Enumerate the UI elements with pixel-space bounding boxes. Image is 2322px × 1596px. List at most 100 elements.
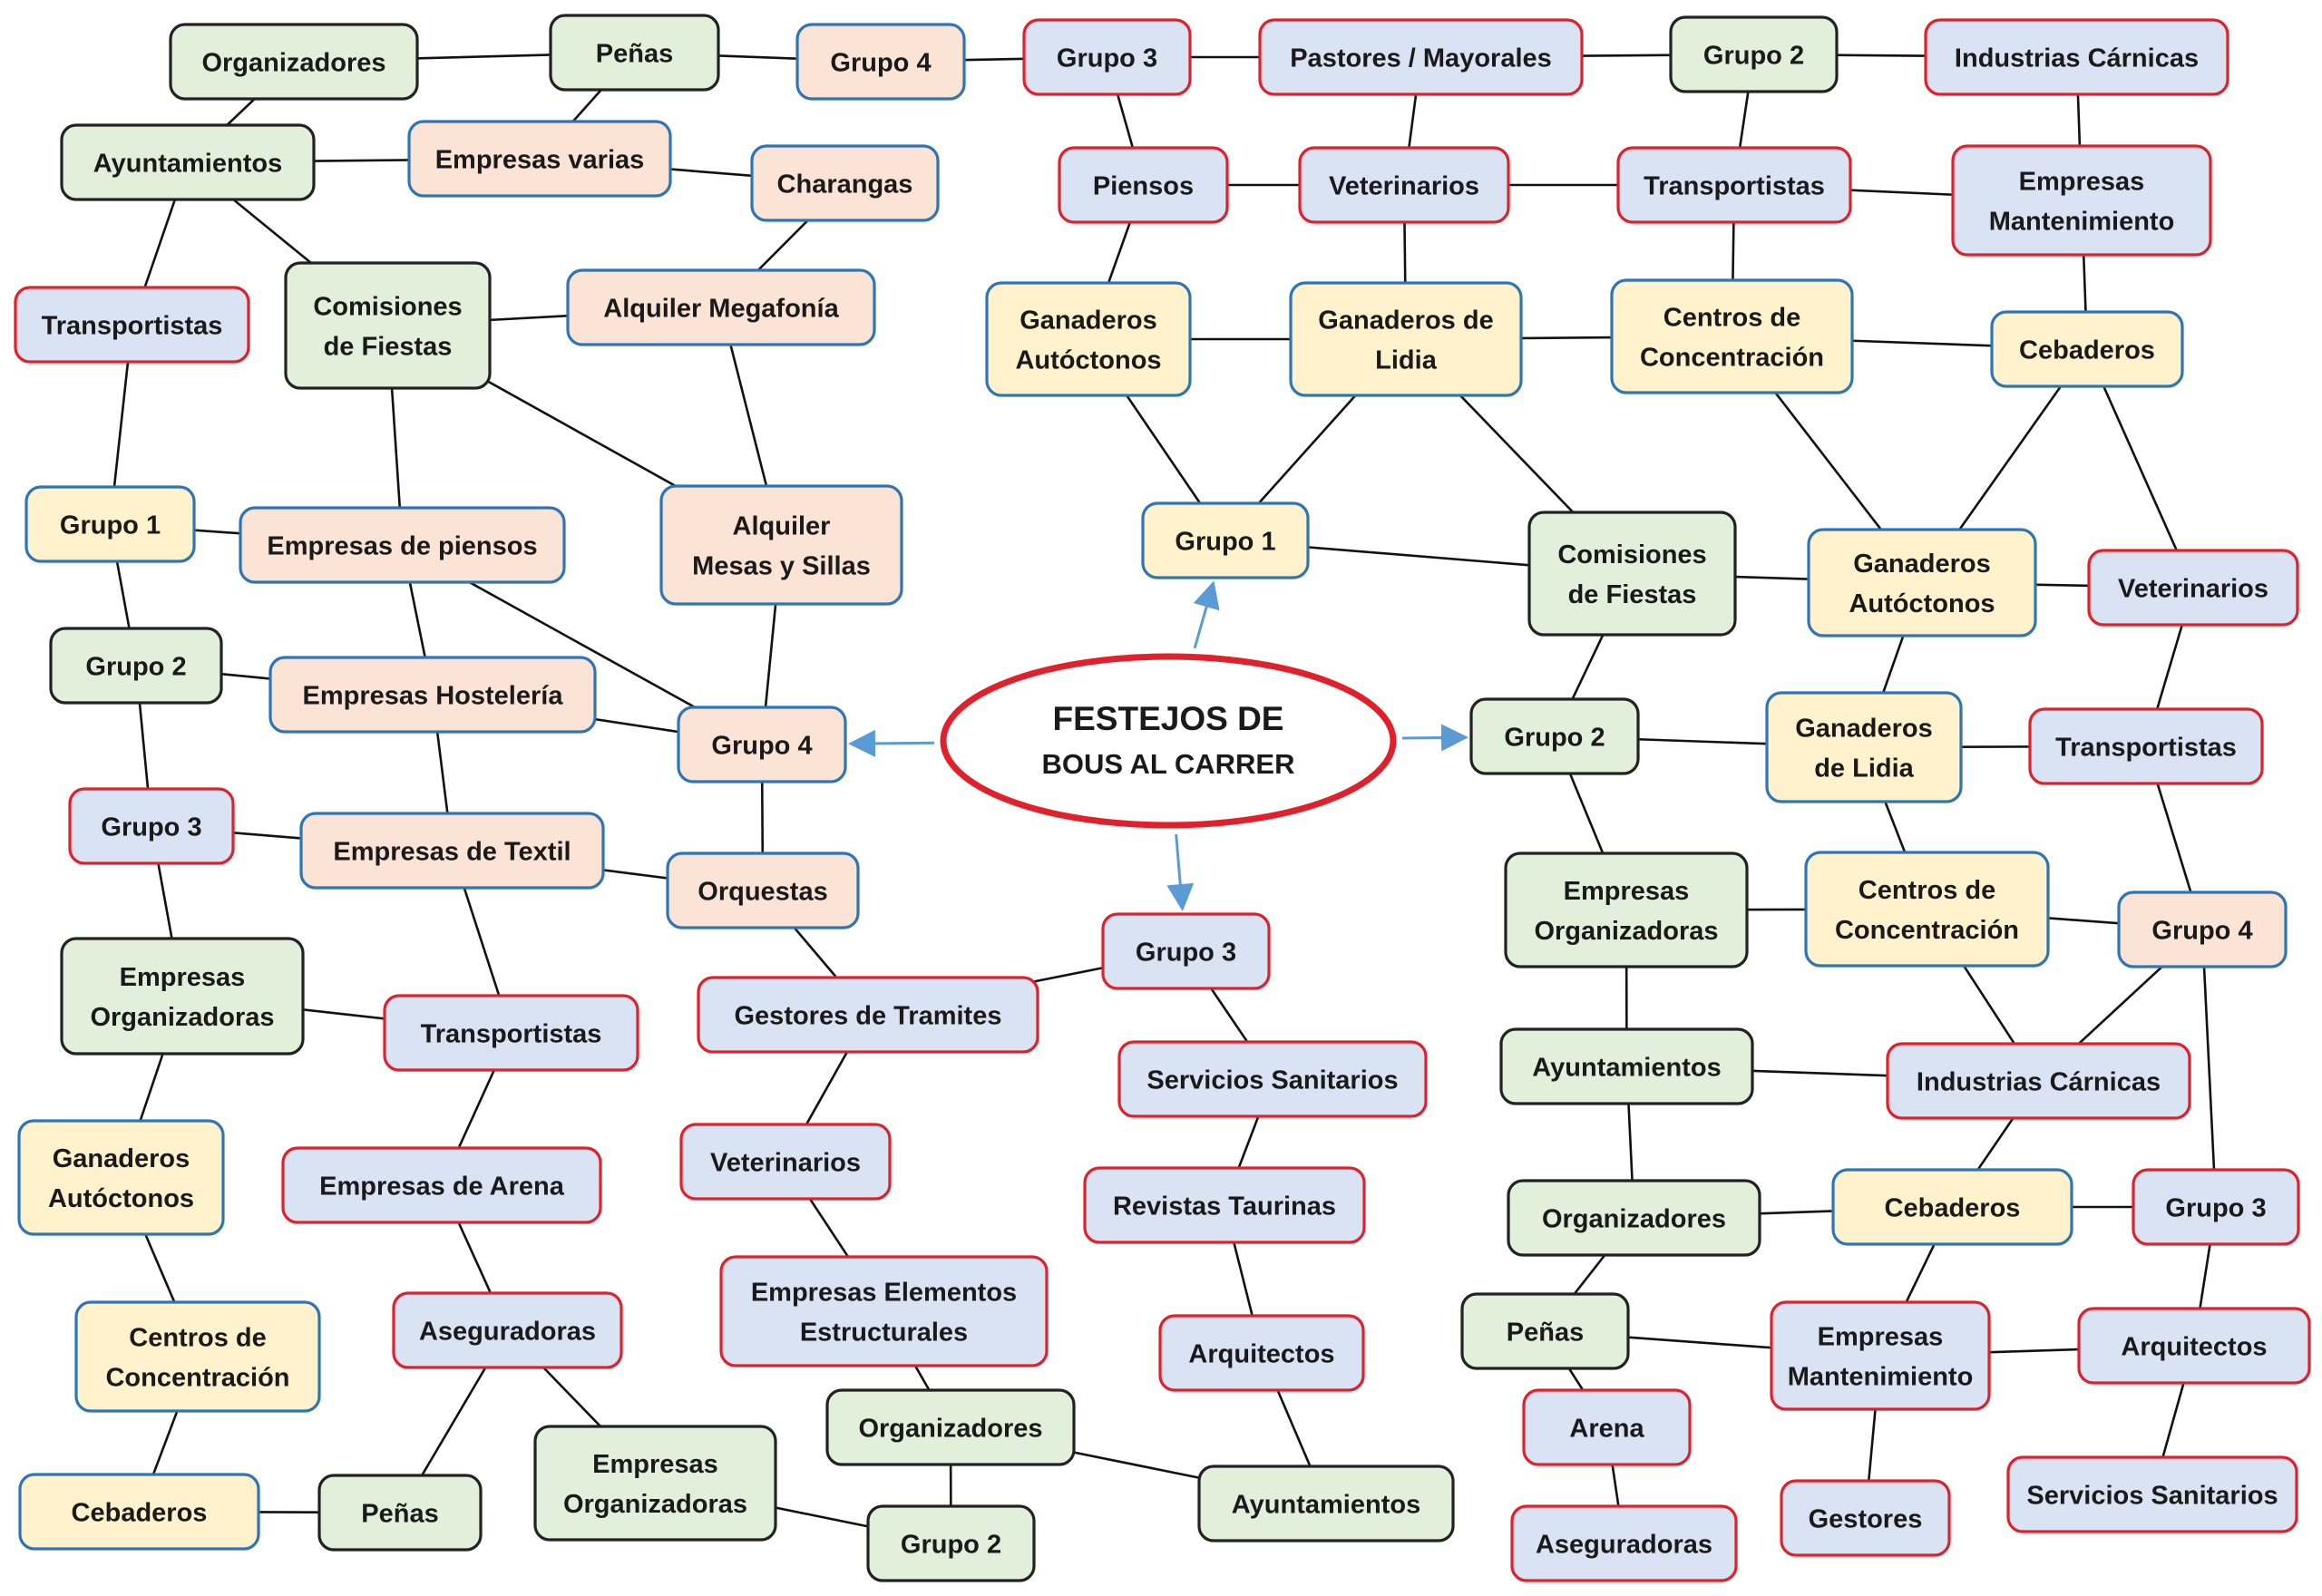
node-box — [1258, 18, 1584, 96]
node-label: Transportistas — [1644, 171, 1825, 200]
node-label: Peñas — [596, 39, 673, 68]
node-box — [74, 1300, 321, 1413]
node-box — [549, 14, 720, 92]
node-label: Organizadores — [858, 1414, 1042, 1443]
node-label: Industrias Cárnicas — [1917, 1067, 2161, 1096]
node-label: Arquitectos — [1188, 1339, 1334, 1368]
node-label: Pastores / Mayorales — [1290, 44, 1552, 73]
node-label: Grupo 4 — [711, 731, 812, 760]
node-transportistas: Transportistas — [2028, 707, 2264, 785]
node-box — [2117, 890, 2288, 968]
node-gestores-de-tramites: Gestores de Tramites — [697, 976, 1039, 1054]
node-label: Empresas — [2019, 167, 2145, 196]
node-box — [1522, 1388, 1692, 1466]
node-label: Empresas — [1564, 877, 1690, 906]
node-label: de Fiestas — [1568, 580, 1697, 609]
node-label: Comisiones — [1557, 540, 1706, 569]
node-label: Lidia — [1375, 345, 1438, 375]
node-label: Ganaderos — [1853, 550, 1991, 579]
node-grupo-4: Grupo 4 — [677, 706, 847, 783]
node-label: Veterinarios — [710, 1148, 861, 1177]
node-transportistas: Transportistas — [383, 994, 639, 1072]
node-box — [1527, 511, 1737, 637]
node-transportistas: Transportistas — [1616, 146, 1852, 224]
node-box — [1022, 18, 1192, 96]
node-box — [1499, 1027, 1754, 1105]
node-box — [566, 268, 876, 346]
node-label: Arena — [1569, 1414, 1644, 1443]
node-box — [1289, 281, 1523, 397]
node-label: Autóctonos — [1015, 345, 1161, 375]
node-label: Piensos — [1093, 171, 1194, 200]
node-grupo-1: Grupo 1 — [24, 485, 196, 563]
node-box — [1804, 851, 2050, 968]
node-box — [1807, 528, 2037, 637]
node-box — [169, 23, 419, 101]
node-grupo-2: Grupo 2 — [866, 1504, 1036, 1582]
node-ayuntamientos: Ayuntamientos — [1197, 1465, 1455, 1542]
node-box — [1780, 1479, 1951, 1557]
node-label: de Fiestas — [324, 332, 453, 361]
node-label: Ayuntamientos — [93, 149, 282, 178]
node-label: Empresas de piensos — [267, 531, 537, 560]
node-servicios-sanitarios: Servicios Sanitarios — [1117, 1040, 1428, 1118]
arrow-to-n32 — [1401, 724, 1468, 752]
node-pastores-mayorales: Pastores / Mayorales — [1258, 18, 1584, 96]
node-box — [985, 281, 1192, 397]
node-label: Grupo 2 — [85, 652, 186, 681]
node-label: Grupo 3 — [101, 813, 201, 842]
node-label: Autóctonos — [48, 1184, 194, 1213]
node-empresas-de-arena: Empresas de Arena — [281, 1146, 602, 1224]
node-ayuntamientos: Ayuntamientos — [1499, 1027, 1754, 1105]
node-label: Grupo 4 — [2151, 916, 2252, 945]
node-veterinarios: Veterinarios — [679, 1123, 892, 1201]
node-box — [1886, 1042, 2191, 1120]
node-label: Servicios Sanitarios — [1146, 1066, 1398, 1095]
node-label: Ganaderos — [53, 1144, 190, 1173]
node-label: Comisiones — [313, 292, 462, 321]
node-grupo-3: Grupo 3 — [2132, 1168, 2300, 1246]
node-empresas-de-piensos: Empresas de piensos — [239, 506, 566, 584]
node-label: Grupo 3 — [2165, 1193, 2266, 1222]
node-label: Organizadores — [201, 48, 385, 77]
node-box — [2132, 1168, 2300, 1246]
node-box — [719, 1255, 1049, 1367]
node-box — [239, 506, 566, 584]
node-box — [281, 1146, 602, 1224]
node-grupo-3: Grupo 3 — [1022, 18, 1192, 96]
node-industrias-carnicas: Industrias Cárnicas — [1886, 1042, 2191, 1120]
node-grupo-3: Grupo 3 — [1101, 912, 1271, 990]
node-label: Charangas — [777, 170, 913, 199]
arrow-to-n25 — [1193, 580, 1220, 649]
node-veterinarios: Veterinarios — [1298, 146, 1510, 224]
node-box — [24, 485, 196, 563]
node-label: Empresas Elementos — [751, 1278, 1017, 1307]
node-arquitectos: Arquitectos — [2077, 1307, 2311, 1385]
node-label: Alquiler Megafonía — [603, 294, 839, 323]
node-label: Grupo 2 — [901, 1530, 1001, 1559]
center-arrows — [848, 580, 1468, 911]
node-label: Grupo 2 — [1504, 723, 1605, 752]
node-box — [1924, 18, 2229, 96]
node-label: Empresas — [120, 963, 246, 992]
node-transportistas: Transportistas — [14, 286, 250, 364]
node-label: Empresas varias — [435, 145, 645, 174]
node-label: Centros de — [1859, 876, 1995, 905]
node-label: Servicios Sanitarios — [2026, 1481, 2278, 1510]
node-box — [268, 656, 597, 734]
node-label: Peñas — [361, 1499, 438, 1528]
node-box — [1298, 146, 1510, 224]
node-box — [17, 1119, 225, 1236]
node-aseguradoras: Aseguradoras — [392, 1291, 623, 1369]
node-box — [392, 1291, 623, 1369]
node-box — [60, 123, 316, 201]
arrow-to-n31 — [848, 729, 935, 757]
node-box — [317, 1474, 483, 1552]
node-box — [1504, 852, 1749, 968]
node-charangas: Charangas — [750, 144, 940, 222]
